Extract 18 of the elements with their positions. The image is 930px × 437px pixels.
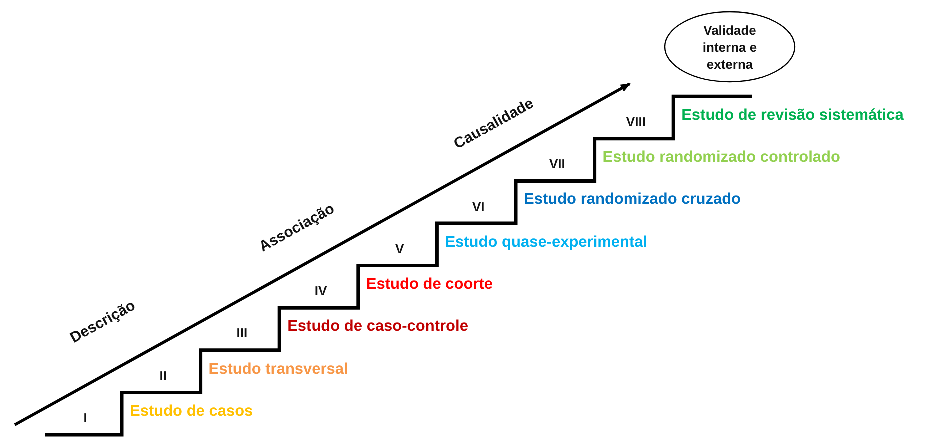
study-type-label: Estudo randomizado cruzado (524, 191, 742, 210)
step-numeral: III (236, 326, 248, 341)
step-numeral: VIII (626, 114, 646, 130)
study-type-label: Estudo randomizado controlado (602, 149, 840, 168)
step-numeral: VI (472, 199, 485, 214)
step-numeral: I (84, 410, 88, 426)
step-numeral: VII (549, 156, 566, 172)
goal-ellipse (664, 11, 796, 83)
study-type-label: Estudo de caso-controle (288, 318, 468, 336)
study-type-label: Estudo transversal (208, 360, 348, 379)
study-type-label: Estudo de revisão sistemática (682, 106, 904, 125)
step-numeral: IV (314, 284, 328, 299)
step-numeral: V (395, 241, 404, 256)
study-type-label: Estudo de casos (130, 402, 254, 421)
study-type-label: Estudo de coorte (366, 276, 493, 294)
step-numeral: II (160, 368, 167, 384)
study-type-label: Estudo quase-experimental (445, 234, 648, 252)
ellipse-text: Validade interna e externa (702, 22, 758, 72)
